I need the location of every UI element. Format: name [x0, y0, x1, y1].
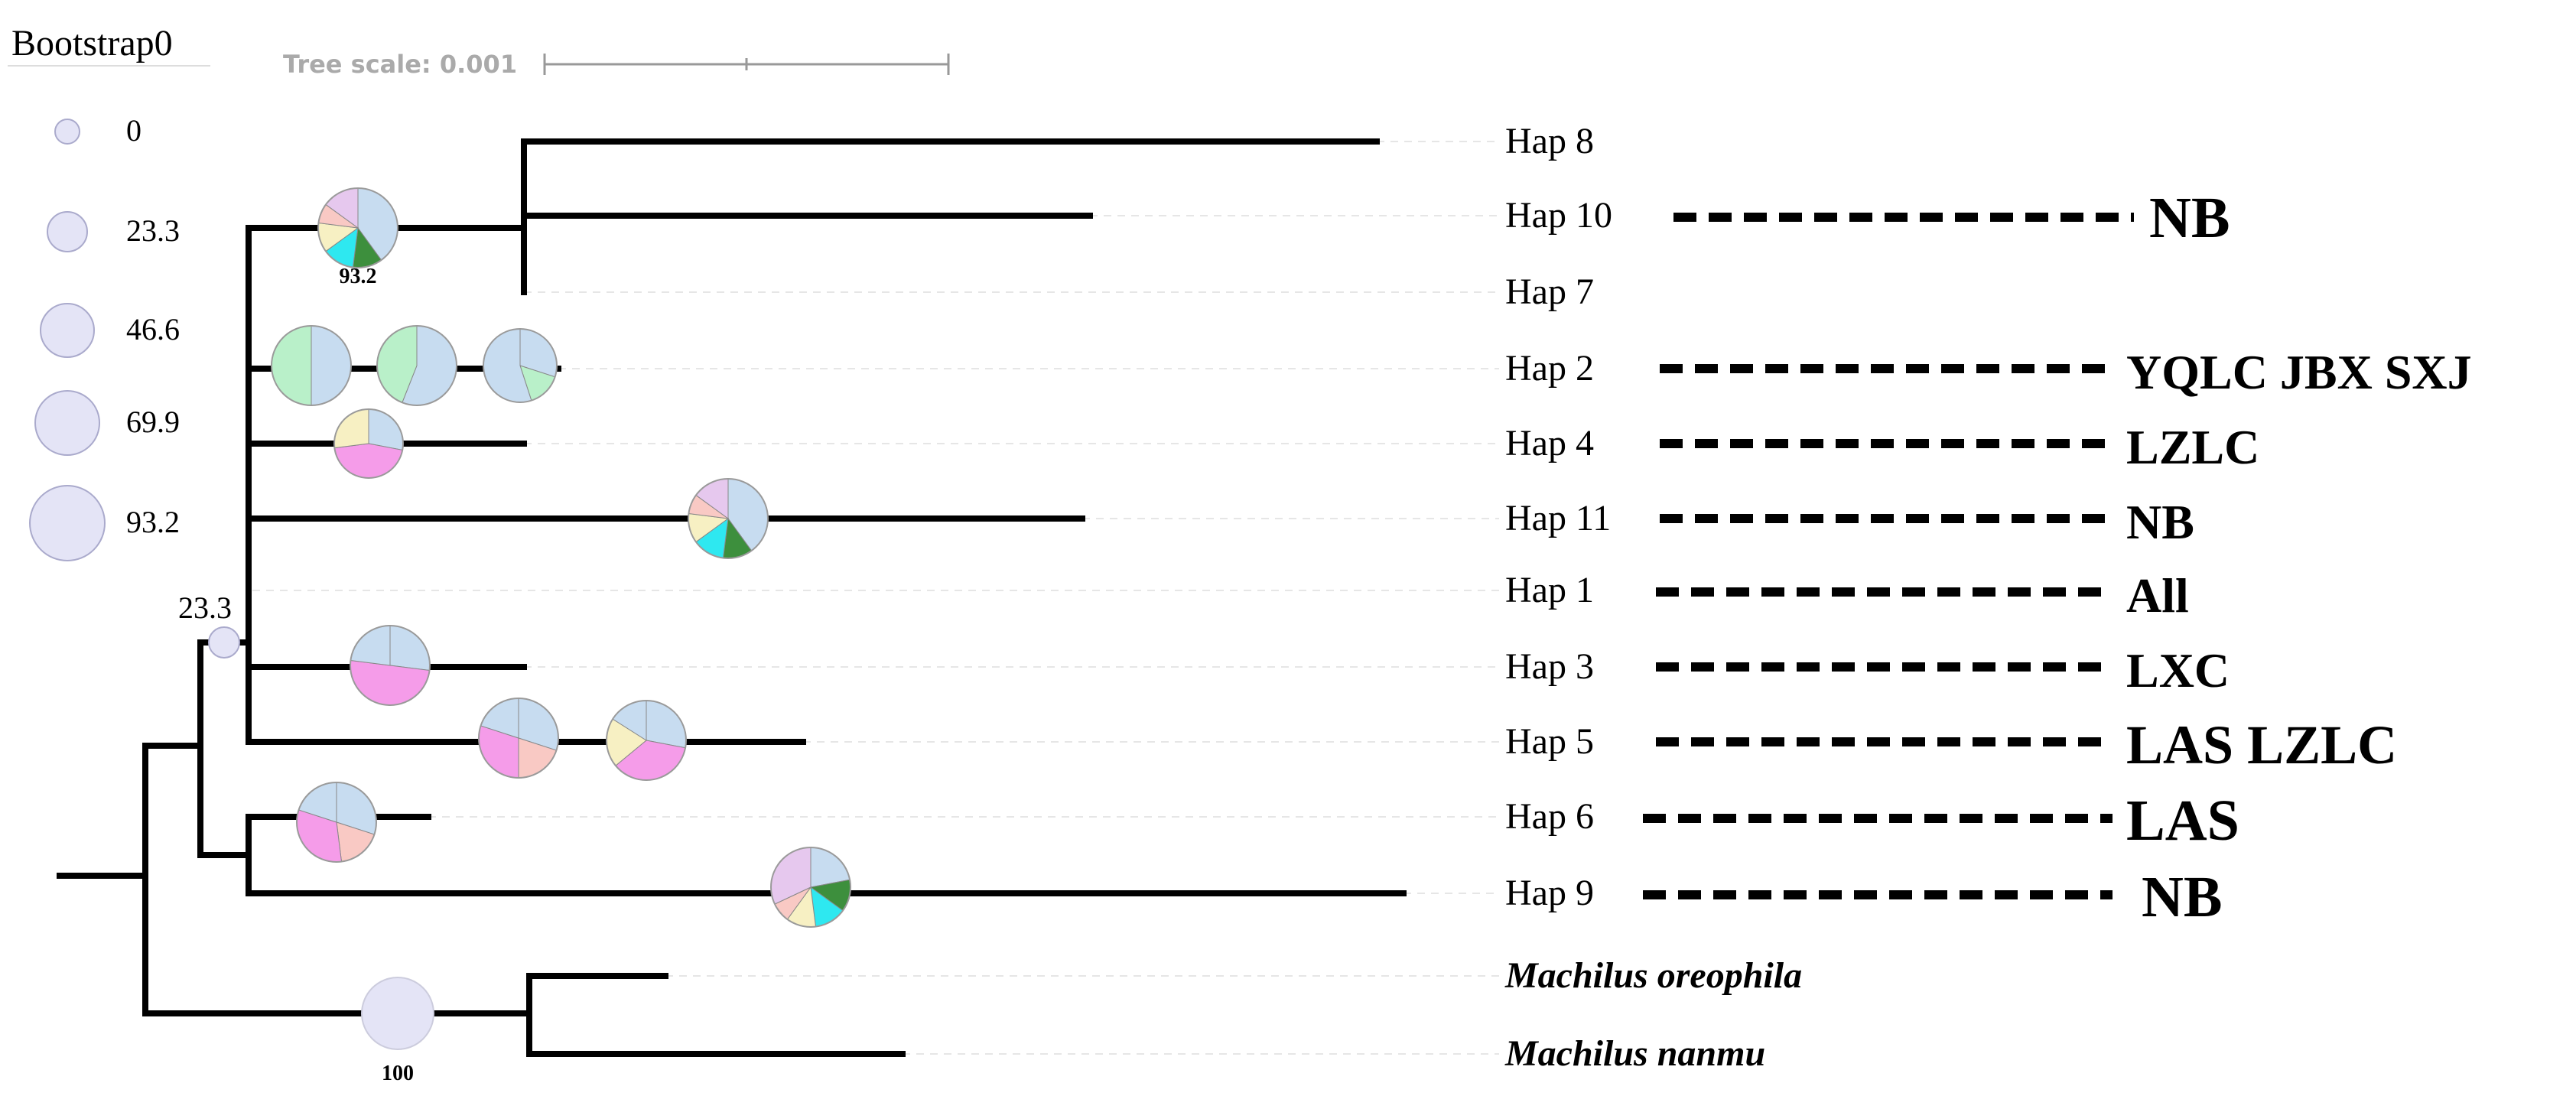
tree-branches	[57, 138, 1407, 1057]
pie-hap3	[350, 625, 431, 706]
legend-circle-46	[40, 303, 95, 358]
pie-hap2-a-slice-0	[311, 325, 352, 406]
taxon-hap2: Hap 2	[1505, 348, 1594, 389]
pie-hap4	[333, 408, 404, 479]
population-hap1: All	[2126, 568, 2189, 623]
taxon-machilus-nanmu: Machilus nanmu	[1504, 1033, 1765, 1074]
legend-label-69: 69.9	[126, 405, 180, 439]
pie-hap6	[296, 782, 377, 863]
pie-hap2-a-slice-1	[271, 325, 312, 406]
population-hap6: LAS	[2126, 789, 2239, 853]
taxon-labels: Hap 8 Hap 10 Hap 7 Hap 2 Hap 4 Hap 11 Ha…	[1504, 121, 1802, 1074]
pie-hap3-outline	[350, 625, 431, 706]
taxon-hap7: Hap 7	[1505, 272, 1594, 312]
population-hap10: NB	[2149, 186, 2230, 250]
legend-background	[0, 61, 218, 566]
population-hap4: LZLC	[2126, 420, 2259, 474]
bootstrap-label-outgroup: 100	[382, 1062, 414, 1085]
pie-hap4-slice-1	[333, 443, 403, 479]
legend-circle-0	[54, 119, 80, 145]
taxon-hap6: Hap 6	[1505, 796, 1594, 837]
pie-hap4-outline	[333, 408, 404, 479]
population-hap2: YQLC JBX SXJ	[2126, 345, 2472, 399]
legend-circle-93	[29, 485, 106, 561]
pie-upper-node	[317, 187, 398, 268]
population-hap9: NB	[2142, 865, 2223, 929]
pie-upper-node-outline	[317, 187, 398, 268]
pie-hap11-outline	[688, 478, 769, 559]
legend-label-0: 0	[126, 113, 141, 148]
pie-hap9-outline	[770, 847, 851, 928]
legend-label-93: 93.2	[126, 505, 180, 539]
taxon-hap11: Hap 11	[1505, 498, 1611, 538]
pie-hap5-b-outline	[606, 700, 687, 781]
legend-circle-23	[47, 211, 88, 252]
pie-hap5-b-slice-0	[646, 700, 687, 749]
taxon-hap5: Hap 5	[1505, 721, 1594, 762]
pie-hap2-a	[271, 325, 352, 406]
taxon-machilus-oreophila: Machilus oreophila	[1504, 955, 1802, 996]
population-hap11: NB	[2126, 495, 2194, 549]
population-hap3: LXC	[2126, 643, 2230, 698]
pie-hap2-c-outline	[483, 328, 558, 403]
pie-hap11	[688, 478, 769, 559]
bootstrap-label-upper: 93.2	[340, 265, 377, 288]
bootstrap-node-outgroup	[361, 977, 434, 1050]
pie-hap2-a-outline	[271, 325, 352, 406]
tip-guides	[252, 141, 1499, 1055]
tree-scale-label: Tree scale: 0.001	[283, 50, 517, 79]
taxon-hap4: Hap 4	[1505, 423, 1594, 463]
pie-hap4-slice-2	[333, 408, 369, 449]
taxon-hap10: Hap 10	[1505, 195, 1612, 236]
pie-hap6-outline	[296, 782, 377, 863]
taxon-hap8: Hap 8	[1505, 121, 1594, 161]
pie-hap5-a	[478, 698, 559, 779]
legend-label-46: 46.6	[126, 312, 180, 346]
pie-hap9	[770, 847, 851, 928]
tree-scale-bar: Tree scale: 0.001	[283, 50, 950, 79]
pie-hap5-b	[606, 700, 687, 781]
population-hap5: LAS LZLC	[2126, 714, 2397, 776]
legend-circle-69	[34, 390, 100, 456]
taxon-hap9: Hap 9	[1505, 873, 1594, 913]
taxon-hap3: Hap 3	[1505, 646, 1594, 687]
pie-hap5-a-outline	[478, 698, 559, 779]
population-labels: NB YQLC JBX SXJ LZLC NB All LXC LAS LZLC…	[2126, 186, 2472, 929]
population-connectors	[1643, 213, 2134, 899]
pie-hap2-c	[483, 328, 558, 403]
taxon-hap1: Hap 1	[1505, 570, 1594, 610]
legend-label-23: 23.3	[126, 213, 180, 248]
bootstrap-label-hap1: 23.3	[178, 590, 232, 625]
bootstrap-legend: Bootstrap0 0 23.3 46.6 69.9 93.2	[0, 23, 218, 566]
pie-hap2-b-outline	[376, 325, 457, 406]
bootstrap-node-hap1	[208, 626, 240, 659]
pie-hap4-slice-0	[368, 408, 404, 451]
population-pies	[271, 187, 851, 928]
pie-hap3-slice-0	[389, 625, 431, 672]
pie-hap2-b	[376, 325, 457, 406]
legend-title: Bootstrap0	[11, 23, 173, 63]
